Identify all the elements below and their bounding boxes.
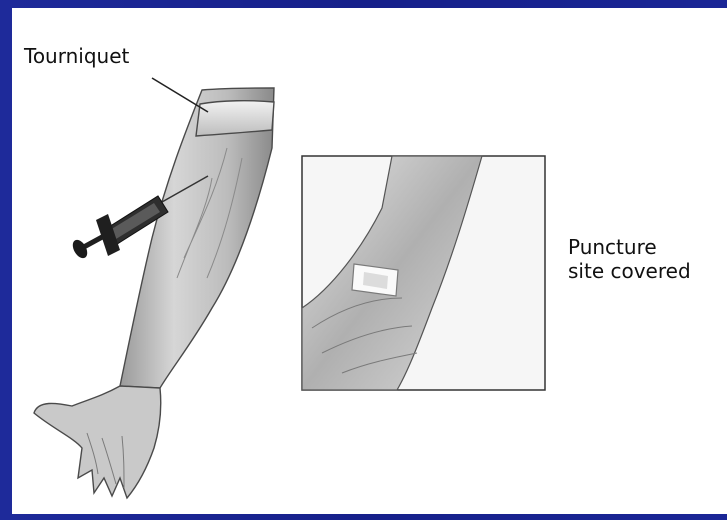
puncture-site-label: Puncture site covered (568, 235, 691, 283)
illustration-panel: Tourniquet Puncture site covered (12, 8, 727, 514)
puncture-label-line1: Puncture (568, 235, 691, 259)
tourniquet-band (196, 101, 274, 136)
tourniquet-label: Tourniquet (24, 44, 129, 68)
inset-box (302, 156, 545, 390)
puncture-label-line2: site covered (568, 259, 691, 283)
puncture-bandage (352, 264, 398, 296)
hand (34, 386, 161, 498)
